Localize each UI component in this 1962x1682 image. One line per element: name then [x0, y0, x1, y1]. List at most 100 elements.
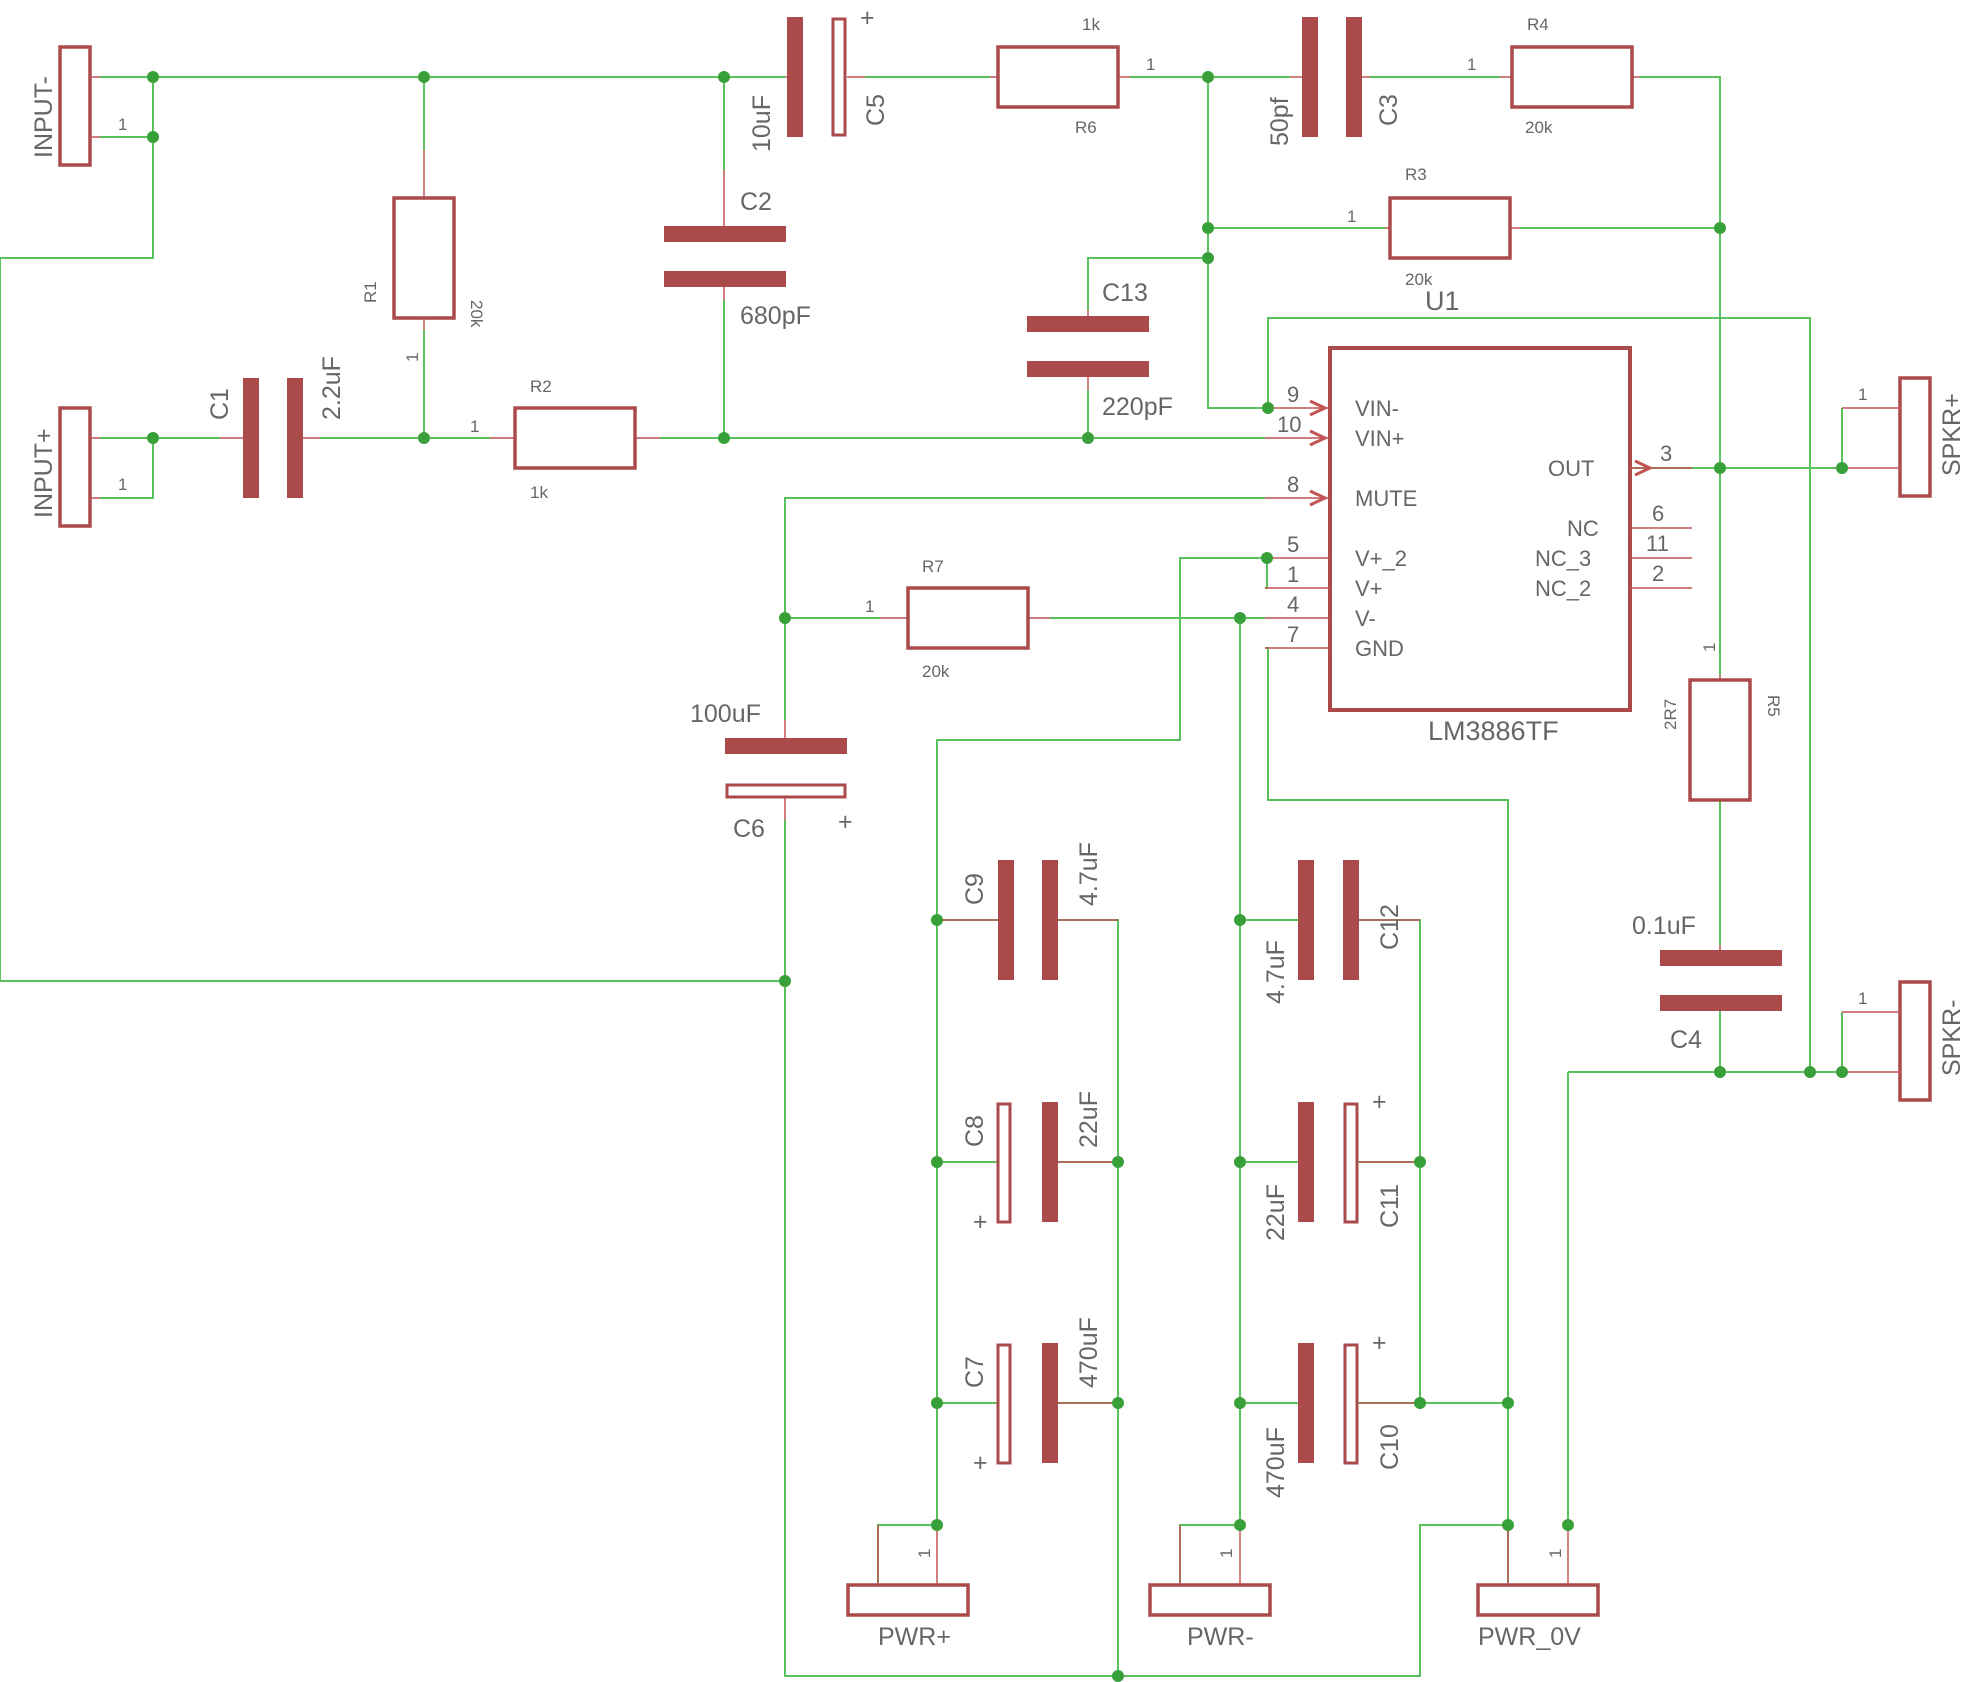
junction — [1562, 1519, 1574, 1531]
junction — [1714, 222, 1726, 234]
port-label-pwr-minus: PWR- — [1187, 1623, 1254, 1651]
pin-number: 11 — [1646, 531, 1669, 556]
wire-c6-bottom — [784, 820, 1508, 1677]
capacitor-c9: C9 4.7uF — [937, 842, 1118, 980]
junction — [931, 1397, 943, 1409]
junction — [1414, 1397, 1426, 1409]
junction — [1112, 1397, 1124, 1409]
junctions — [147, 71, 1848, 1682]
capacitor-ref: C12 — [1376, 904, 1404, 950]
capacitor-ref: C13 — [1102, 279, 1148, 307]
junction — [1262, 402, 1274, 414]
port-label-input-minus: INPUT- — [30, 76, 58, 158]
pin-number: 10 — [1277, 412, 1301, 437]
pin-number: 1 — [1347, 207, 1356, 226]
capacitor-ref: C3 — [1375, 94, 1403, 126]
pin-number: 1 — [403, 353, 422, 362]
junction — [1836, 1066, 1848, 1078]
pin-number: 1 — [1546, 1549, 1565, 1558]
wire-input-minus-drop — [0, 77, 785, 982]
pin-number: 1 — [1217, 1549, 1236, 1558]
resistor-value: 20k — [1405, 270, 1433, 289]
capacitor-value: 50pf — [1266, 97, 1294, 146]
wire-vplus-bank-right — [1050, 919, 1119, 1676]
resistor-value: 1k — [530, 483, 548, 502]
resistor-value: 1k — [1082, 15, 1100, 34]
capacitor-value: 470uF — [1075, 1317, 1103, 1388]
pin-number: 1 — [915, 1549, 934, 1558]
capacitor-ref: C4 — [1670, 1026, 1702, 1054]
pin-number: 1 — [1858, 989, 1867, 1008]
resistor-r3: R3 20k 1 — [1347, 165, 1520, 289]
polarity-plus: + — [973, 1449, 988, 1477]
ic-part: LM3886TF — [1428, 716, 1559, 746]
wires — [0, 76, 1843, 1677]
ic-ref: U1 — [1425, 286, 1460, 316]
resistor-ref: R4 — [1527, 15, 1549, 34]
capacitor-ref: C10 — [1376, 1424, 1404, 1470]
capacitor-ref: C11 — [1376, 1184, 1404, 1228]
capacitor-c13: C13 220pF — [1027, 279, 1173, 421]
junction — [418, 432, 430, 444]
resistor-value: 20k — [922, 662, 950, 681]
capacitor-ref: C6 — [733, 815, 765, 843]
junction — [1234, 1519, 1246, 1531]
pin-name: VIN+ — [1355, 426, 1405, 451]
wire-vplus2 — [936, 557, 1265, 1525]
junction — [931, 1156, 943, 1168]
junction — [1714, 462, 1726, 474]
junction — [1082, 432, 1094, 444]
resistor-r2: R2 1k 1 — [470, 377, 660, 502]
polarity-plus: + — [838, 808, 853, 836]
pin-name: V+_2 — [1355, 546, 1407, 571]
pin-number: 6 — [1652, 501, 1664, 526]
junction — [1714, 1066, 1726, 1078]
wire-c13-top — [1087, 257, 1208, 310]
pin-number: 1 — [1287, 562, 1299, 587]
pin-name: OUT — [1548, 456, 1594, 481]
connector-pwr-0v: 1 PWR_0V — [1476, 1525, 1600, 1651]
capacitor-ref: C9 — [961, 873, 989, 905]
pin-number: 2 — [1652, 561, 1664, 586]
connector-pwr-minus: 1 PWR- — [1148, 1525, 1272, 1651]
port-label-pwr-plus: PWR+ — [878, 1623, 951, 1651]
junction — [1112, 1156, 1124, 1168]
capacitor-value: 4.7uF — [1262, 940, 1290, 1004]
resistor-ref: R6 — [1075, 118, 1097, 137]
pin-number: 1 — [470, 417, 479, 436]
capacitor-value: 2.2uF — [318, 356, 346, 420]
capacitor-c3: 50pf C3 — [1266, 17, 1403, 146]
pin-number: 9 — [1287, 382, 1299, 407]
capacitor-ref: C2 — [740, 188, 772, 216]
pin-number: 1 — [1858, 385, 1867, 404]
junction — [418, 71, 430, 83]
capacitor-value: 22uF — [1075, 1091, 1103, 1148]
junction — [1804, 1066, 1816, 1078]
capacitor-value: 680pF — [740, 302, 811, 330]
junction — [1261, 552, 1273, 564]
port-label-input-plus: INPUT+ — [30, 428, 58, 518]
junction — [1234, 914, 1246, 926]
pin-number: 1 — [118, 475, 127, 494]
pin-number: 3 — [1660, 441, 1672, 466]
junction — [1202, 222, 1214, 234]
pin-name: NC — [1567, 516, 1599, 541]
resistor-value: 2R7 — [1661, 699, 1680, 730]
resistor-r7: R7 20k 1 — [865, 557, 1050, 681]
capacitor-c1: C1 2.2uF — [206, 356, 346, 498]
junction — [1234, 1156, 1246, 1168]
junction — [718, 432, 730, 444]
capacitor-c11: 22uF C11 + — [1262, 1088, 1420, 1241]
pin-number: 7 — [1287, 622, 1299, 647]
capacitor-c10: 470uF C10 + — [1262, 1329, 1420, 1498]
junction — [1414, 1156, 1426, 1168]
capacitor-value: 220pF — [1102, 393, 1173, 421]
pin-number: 5 — [1287, 532, 1299, 557]
capacitor-value: 22uF — [1262, 1184, 1290, 1241]
resistor-ref: R7 — [922, 557, 944, 576]
junction — [147, 432, 159, 444]
resistor-value: 20k — [1525, 118, 1553, 137]
junction — [931, 1519, 943, 1531]
pin-number: 1 — [1146, 55, 1155, 74]
